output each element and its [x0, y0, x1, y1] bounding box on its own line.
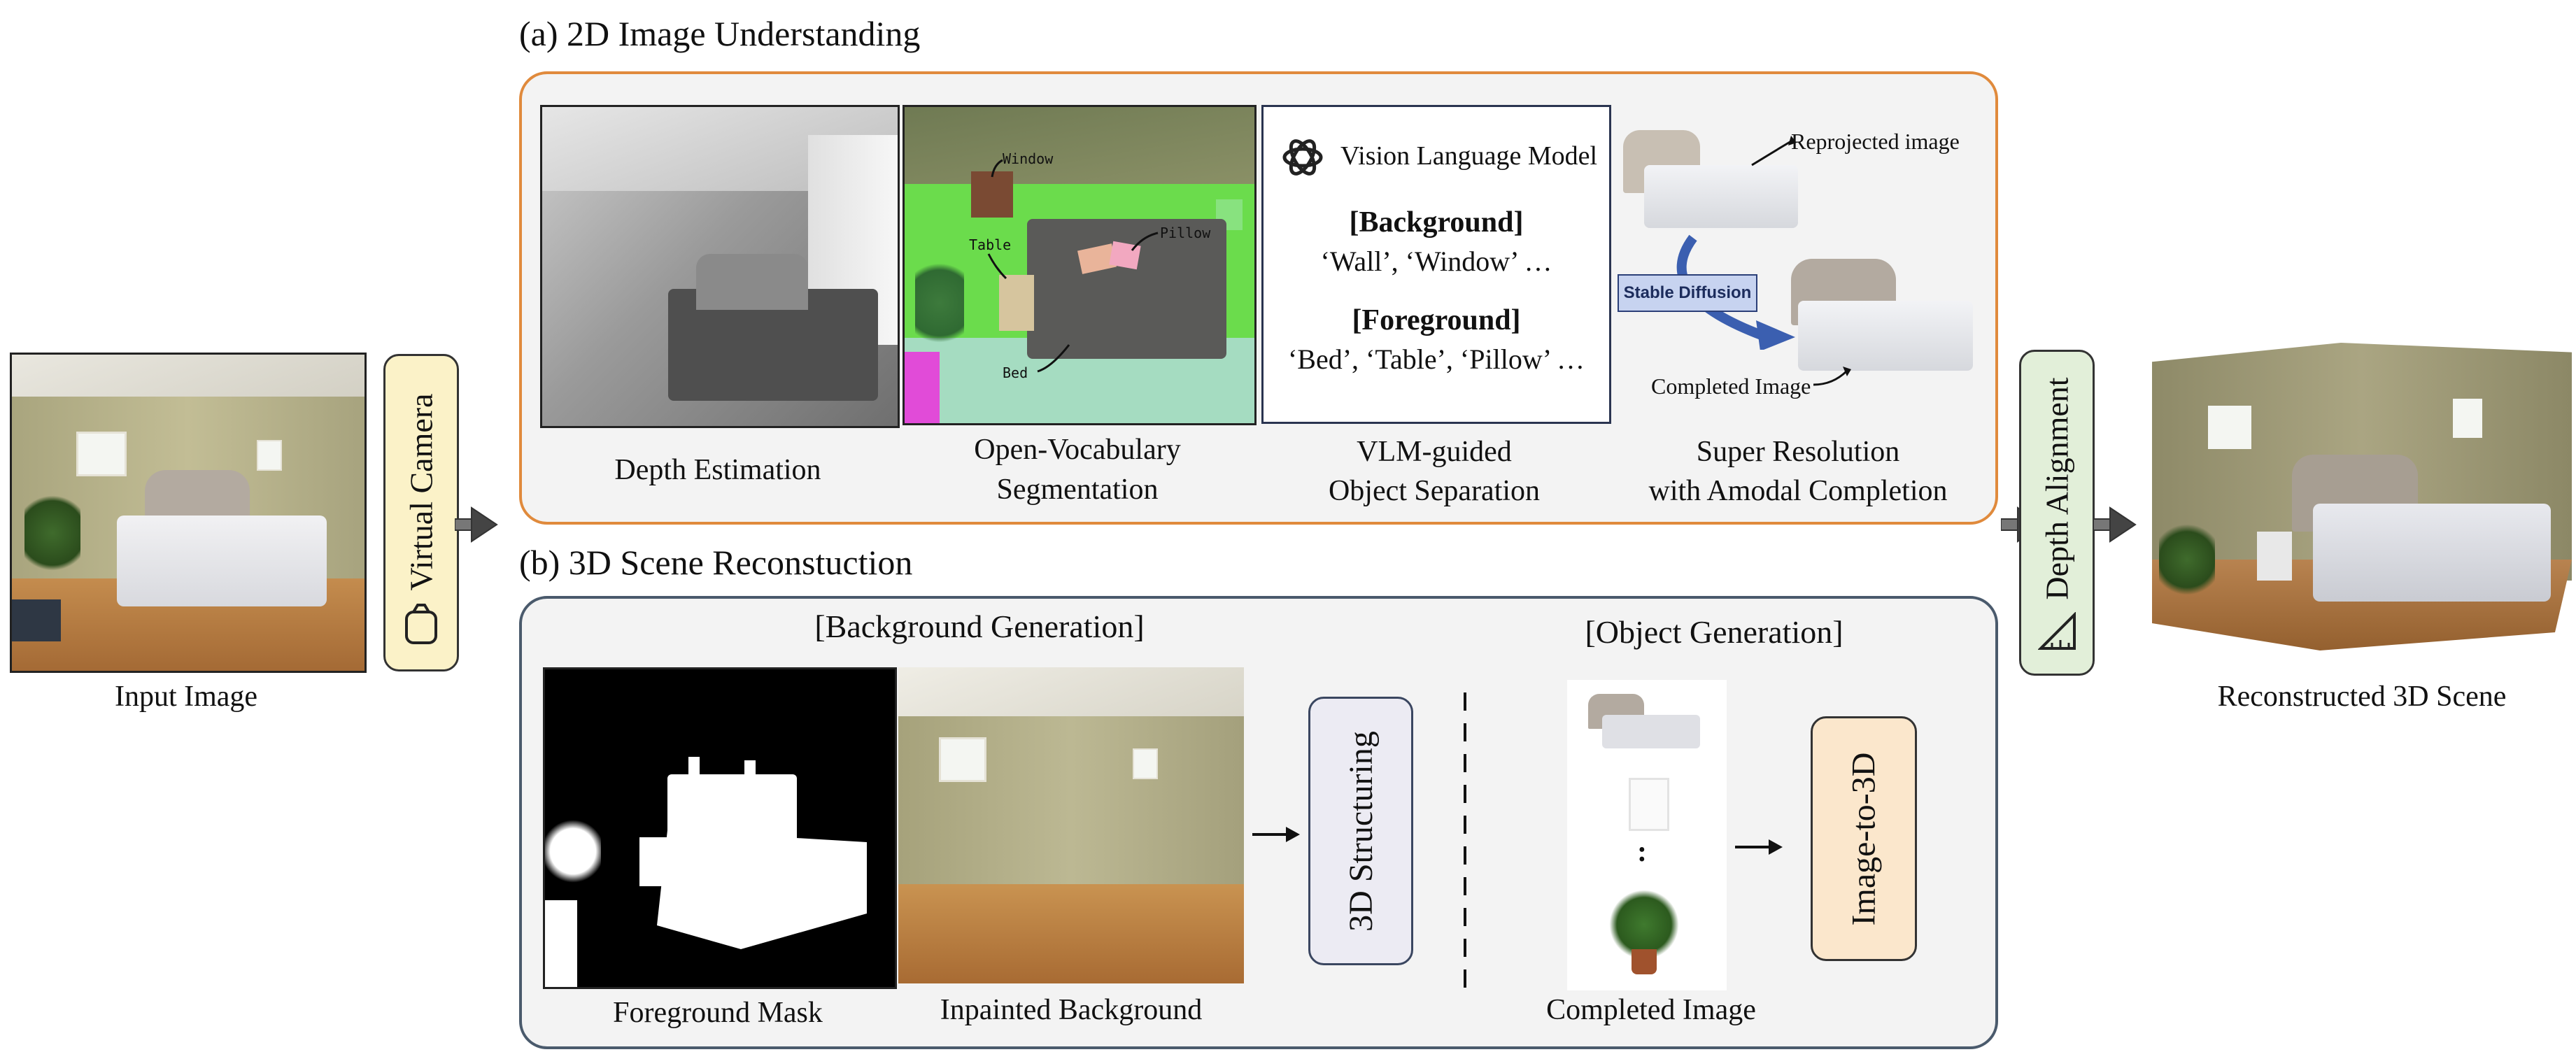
vlm-box: Vision Language Model [Background] ‘Wall… [1261, 105, 1611, 424]
depth-headboard [696, 254, 808, 310]
seg-plant [915, 254, 964, 352]
image-to-3d-label: Image-to-3D [1845, 752, 1883, 925]
seg-tag-bed: Bed [1003, 364, 1028, 381]
inpaint-floor [898, 884, 1244, 983]
mask-lamp-left [688, 757, 700, 775]
input-plant [24, 488, 80, 578]
arrow-camera-to-panels [455, 506, 498, 543]
completed-label: Completed Image [1651, 374, 1811, 399]
completed-pointer [1813, 367, 1851, 386]
reprojected-label: Reprojected image [1791, 129, 1960, 154]
mask-lamp-right [744, 760, 756, 779]
vlm-foreground-items: ‘Bed’, ‘Table’, ‘Pillow’ … [1287, 343, 1585, 375]
inpainted-background-image [898, 667, 1244, 983]
arrow-to-image-to-3d [1735, 839, 1783, 855]
object-plant-pot [1632, 949, 1657, 974]
segmentation-label-line2: Segmentation [996, 474, 1159, 506]
virtual-camera-box: Virtual Camera [383, 354, 459, 671]
recon-plant [2159, 518, 2215, 602]
recon-window-left [2208, 406, 2251, 449]
reprojected-bed-image [1623, 130, 1805, 249]
seg-tag-window: Window [1003, 150, 1054, 167]
structuring-box: 3D Structuring [1308, 697, 1413, 965]
arrow-to-structuring [1252, 827, 1300, 842]
reprojected-mattress [1644, 165, 1798, 228]
section-a-title: (a) 2D Image Understanding [519, 14, 921, 53]
completed-mattress [1798, 301, 1973, 371]
seg-tag-table: Table [969, 236, 1012, 253]
recon-window-right [2453, 399, 2482, 438]
arrow-alignment-to-output [2093, 506, 2137, 543]
input-image [10, 353, 367, 673]
inpaint-window-left [939, 737, 986, 782]
recon-table [2257, 532, 2292, 581]
input-bed [117, 516, 327, 606]
depth-alignment-label: Depth Alignment [2039, 376, 2075, 600]
openai-logo-icon [1282, 139, 1323, 176]
input-ceiling [12, 355, 365, 404]
segmentation-label-line1: Open-Vocabulary [974, 434, 1181, 466]
image-to-3d-box: Image-to-3D [1811, 716, 1917, 961]
mask-bench [545, 900, 577, 987]
reconstructed-scene-label: Reconstructed 3D Scene [2217, 681, 2507, 713]
input-bench [12, 599, 61, 641]
foreground-mask-image [543, 667, 897, 989]
object-ellipsis: : [1637, 836, 1647, 868]
input-window-right [257, 440, 282, 471]
ruler-triangle-icon [2038, 612, 2076, 650]
mask-plant [545, 809, 601, 893]
reprojected-pointer [1751, 136, 1797, 166]
recon-bed [2313, 504, 2551, 602]
inpaint-ceiling [898, 667, 1244, 723]
seg-table [999, 275, 1034, 331]
stable-diffusion-box: Stable Diffusion [1618, 274, 1757, 312]
depth-estimation-label: Depth Estimation [614, 454, 821, 486]
seg-bench [905, 352, 940, 423]
seg-bed [1027, 219, 1226, 359]
seg-tag-pillow: Pillow [1160, 225, 1211, 241]
vlm-foreground-head: [Foreground] [1352, 304, 1521, 336]
vlm-label-line1: VLM-guided [1357, 436, 1512, 468]
seg-window [971, 171, 1013, 218]
object-completed-image-label: Completed Image [1546, 994, 1756, 1026]
object-bed [1588, 694, 1707, 750]
object-bed-mattress [1602, 715, 1700, 748]
structuring-label: 3D Structuring [1342, 730, 1380, 932]
depth-map-image [540, 105, 900, 428]
vlm-background-head: [Background] [1349, 206, 1524, 239]
input-window-left [76, 432, 127, 476]
sr-label-line1: Super Resolution [1696, 436, 1900, 468]
inpaint-window-right [1133, 748, 1158, 779]
mask-bed [657, 830, 867, 949]
object-images-column: : [1567, 680, 1727, 990]
depth-alignment-box: Depth Alignment [2019, 350, 2095, 676]
input-image-label: Input Image [114, 681, 258, 713]
object-plant [1609, 890, 1679, 960]
virtual-camera-label: Virtual Camera [403, 392, 439, 591]
completed-bed-image [1784, 252, 1980, 385]
section-b-title: (b) 3D Scene Reconstuction [519, 543, 913, 582]
sr-label-line2: with Amodal Completion [1648, 475, 1948, 507]
object-generation-heading: [Object Generation] [1585, 614, 1843, 650]
inpainted-background-label: Inpainted Background [940, 994, 1203, 1026]
foreground-mask-label: Foreground Mask [613, 997, 823, 1029]
background-generation-heading: [Background Generation] [814, 609, 1145, 644]
seg-tag-arrows [987, 159, 1159, 373]
stable-diffusion-label: Stable Diffusion [1623, 283, 1752, 302]
reconstructed-scene-image [2152, 322, 2572, 658]
camera-icon [405, 604, 437, 644]
mask-table [639, 837, 671, 886]
section-b-divider [1464, 692, 1466, 1000]
vlm-model-name: Vision Language Model [1340, 141, 1598, 171]
object-table [1629, 778, 1669, 831]
vlm-background-items: ‘Wall’, ‘Window’ … [1320, 246, 1552, 277]
segmentation-image: Window Table Pillow Bed [903, 105, 1257, 425]
seg-ceiling [905, 107, 1254, 184]
vlm-label-line2: Object Separation [1328, 475, 1541, 507]
